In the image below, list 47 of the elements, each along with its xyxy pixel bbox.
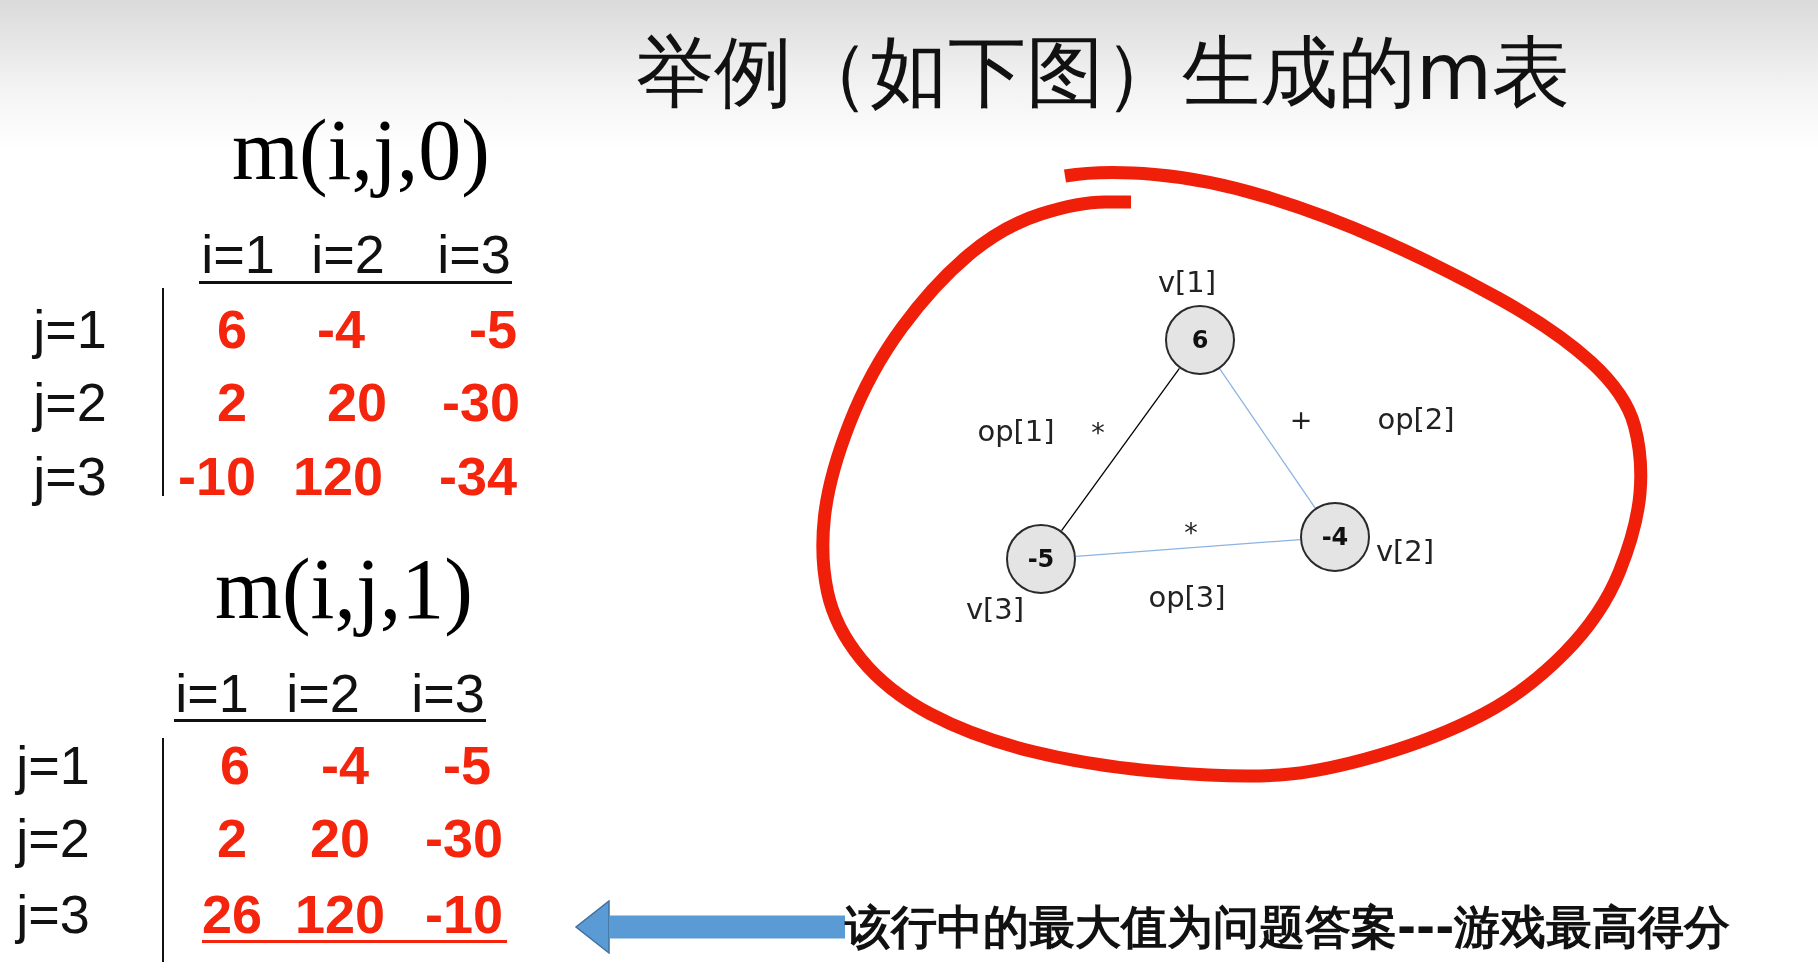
- value-circle: 6: [1165, 305, 1235, 375]
- table-value: 120: [292, 447, 384, 507]
- connector-line: [1060, 367, 1181, 532]
- connector-line: [1219, 368, 1316, 509]
- table-value: -4: [321, 736, 369, 796]
- table-value: 20: [326, 373, 388, 433]
- block-arrow: [575, 900, 845, 954]
- row-header: j=3: [33, 447, 107, 507]
- table-value: -34: [439, 447, 517, 507]
- row-header: j=1: [16, 736, 90, 796]
- table-value: -30: [425, 809, 503, 869]
- column-header: i=2: [311, 225, 385, 285]
- slide-title: 举例（如下图）生成的m表: [636, 26, 1570, 118]
- value-circle: -5: [1006, 524, 1076, 594]
- row-header: j=2: [33, 373, 107, 433]
- table-value: 20: [309, 809, 371, 869]
- table-value: 26: [201, 885, 263, 945]
- table-value: -10: [425, 885, 503, 945]
- column-header: i=1: [175, 664, 249, 724]
- row-header: j=2: [16, 809, 90, 869]
- table-heading: m(i,j,0): [232, 102, 490, 198]
- annotation-text: 该行中的最大值为问题答案---游戏最高得分: [845, 899, 1731, 955]
- column-header: i=3: [411, 664, 485, 724]
- column-header: i=1: [201, 225, 275, 285]
- operator-label: op[3]: [1148, 582, 1226, 614]
- table-value: -30: [442, 373, 520, 433]
- table-heading: m(i,j,1): [215, 541, 473, 637]
- table-value: -10: [178, 447, 256, 507]
- column-header: i=2: [286, 664, 360, 724]
- table-value: 120: [294, 885, 386, 945]
- table-value: 6: [217, 300, 247, 360]
- vertex-label: v[1]: [1157, 267, 1217, 299]
- value-circle: -4: [1300, 502, 1370, 572]
- row-header: j=1: [33, 300, 107, 360]
- connector-line: [1075, 538, 1301, 558]
- table-value: -5: [443, 736, 491, 796]
- table-value: 6: [220, 736, 250, 796]
- table-value: -4: [317, 300, 365, 360]
- operator-label: op[1]: [977, 416, 1055, 448]
- vertex-label: v[3]: [965, 594, 1025, 626]
- table-value: 2: [217, 809, 247, 869]
- operator-label: op[2]: [1377, 404, 1455, 436]
- vertex-label: v[2]: [1375, 536, 1435, 568]
- table-value: 2: [217, 373, 247, 433]
- row-header: j=3: [16, 885, 90, 945]
- column-header: i=3: [437, 225, 511, 285]
- table-value: -5: [469, 300, 517, 360]
